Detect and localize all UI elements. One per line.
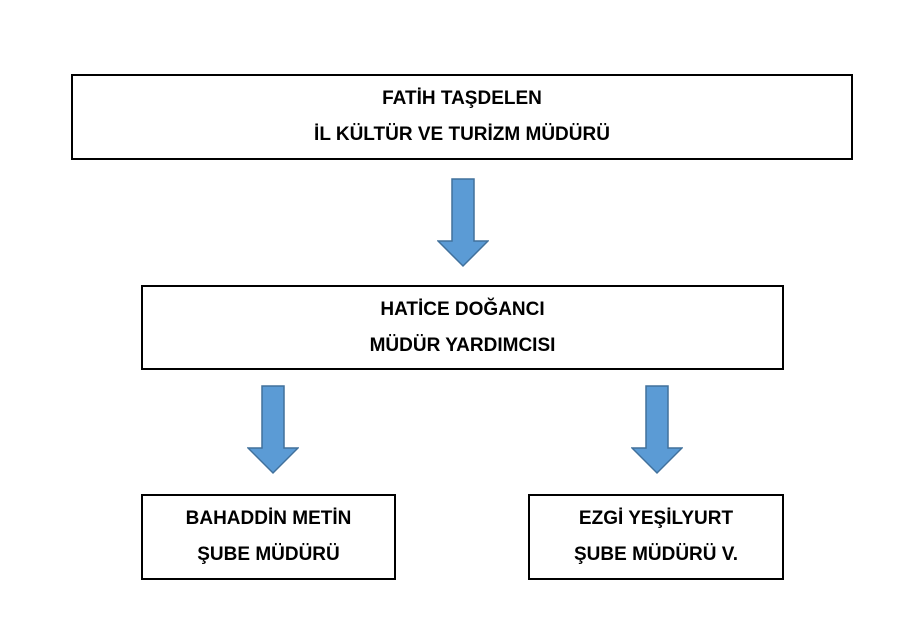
deputy-title: MÜDÜR YARDIMCISI: [369, 334, 556, 356]
branch-left-name: BAHADDİN METİN: [185, 508, 352, 529]
deputy-name: HATİCE DOĞANCI: [380, 298, 545, 320]
director-box: FATİH TAŞDELEN İL KÜLTÜR VE TURİZM MÜDÜR…: [71, 74, 853, 160]
branch-left-box: BAHADDİN METİN ŞUBE MÜDÜRÜ: [141, 494, 396, 580]
branch-left-title: ŞUBE MÜDÜRÜ: [197, 544, 340, 565]
branch-right-box: EZGİ YEŞİLYURT ŞUBE MÜDÜRÜ V.: [528, 494, 784, 580]
director-title: İL KÜLTÜR VE TURİZM MÜDÜRÜ: [314, 124, 610, 145]
deputy-box: HATİCE DOĞANCI MÜDÜR YARDIMCISI: [141, 285, 784, 370]
down-arrow-director-to-deputy: [437, 178, 489, 268]
branch-right-name: EZGİ YEŞİLYURT: [578, 508, 734, 529]
down-arrow-deputy-to-right: [631, 385, 683, 475]
director-name: FATİH TAŞDELEN: [382, 88, 542, 109]
branch-right-title: ŞUBE MÜDÜRÜ V.: [574, 544, 738, 565]
down-arrow-deputy-to-left: [247, 385, 299, 475]
